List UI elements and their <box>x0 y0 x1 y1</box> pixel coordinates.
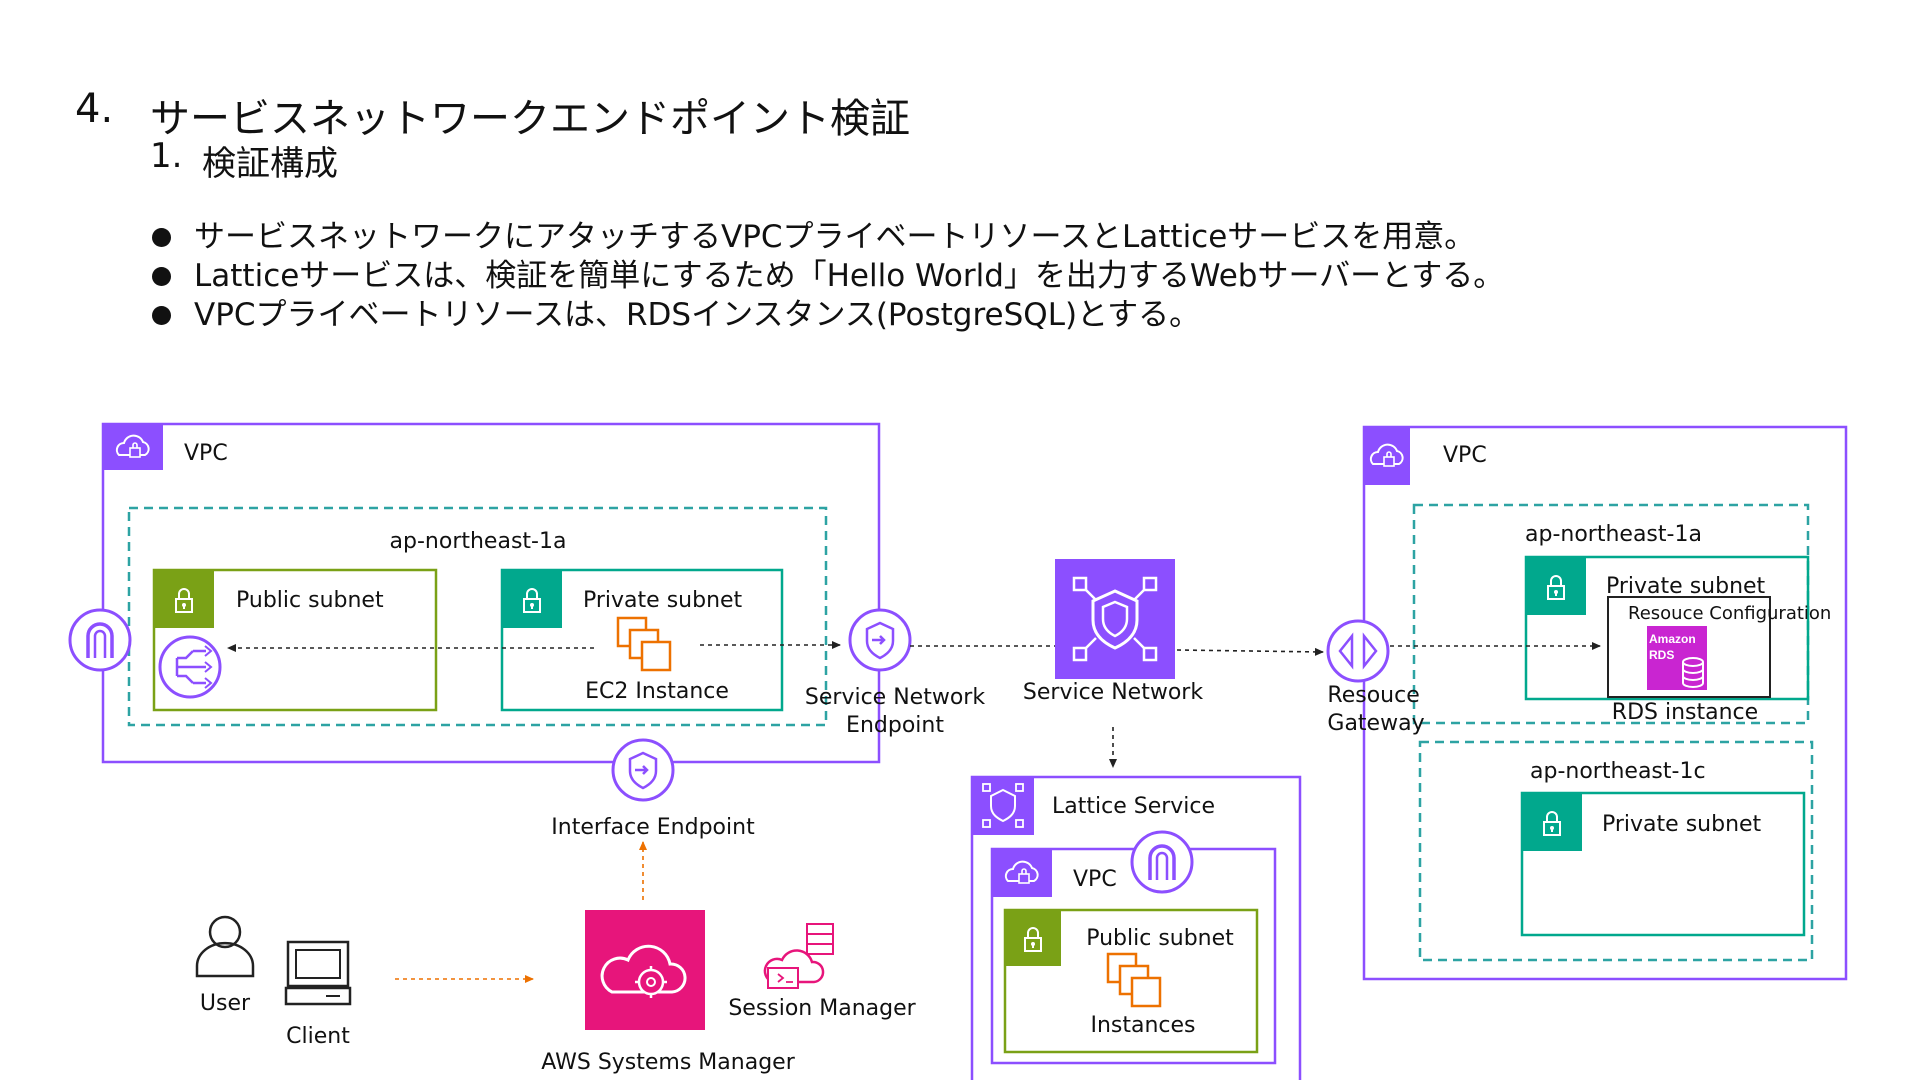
resource-gateway-icon <box>1326 619 1390 683</box>
section-number: 4. <box>75 86 114 132</box>
section-title: サービスネットワークエンドポイント検証 <box>150 96 910 142</box>
subsection-number: 1. <box>150 136 183 176</box>
vpc-cloud-icon <box>103 424 163 470</box>
vpc-cloud-icon <box>1364 427 1410 485</box>
resource-configuration-label: Resouce Configuration <box>1628 603 1832 624</box>
lock-icon <box>1526 557 1586 615</box>
right-private-subnet2-box <box>1520 791 1806 937</box>
rds-icon: Amazon RDS <box>1647 626 1707 690</box>
left-private-subnet-label: Private subnet <box>583 588 743 613</box>
lattice-public-subnet-label: Public subnet <box>1086 926 1234 951</box>
right-az1-label: ap-northeast-1a <box>1525 522 1702 547</box>
nat-gateway-icon <box>158 635 222 699</box>
lattice-service-label: Lattice Service <box>1052 794 1216 819</box>
rds-icon-text: Amazon <box>1649 632 1696 646</box>
bullet-item: サービスネットワークにアタッチするVPCプライベートリソースとLatticeサー… <box>150 218 1504 257</box>
lock-icon <box>154 570 214 628</box>
ec2-instance-label: EC2 Instance <box>585 679 729 704</box>
session-manager-icon <box>763 923 834 989</box>
rds-instance-label: RDS instance <box>1611 700 1759 725</box>
left-az-box <box>127 506 828 727</box>
session-manager-label: Session Manager <box>728 996 916 1021</box>
right-vpc-box <box>1362 425 1848 981</box>
ec2-instances-icon <box>1106 952 1162 1008</box>
lattice-vpc-label: VPC <box>1073 867 1117 892</box>
left-vpc-box <box>101 422 881 764</box>
bullet-text: サービスネットワークにアタッチするVPCプライベートリソースとLatticeサー… <box>194 219 1476 255</box>
user-icon <box>195 915 255 978</box>
ssm-label: AWS Systems Manager <box>541 1050 795 1075</box>
client-label: Client <box>286 1024 350 1049</box>
bullet-text: VPCプライベートリソースは、RDSインスタンス(PostgreSQL)とする。 <box>194 297 1201 333</box>
systems-manager-icon <box>585 910 705 1030</box>
bullet-text: Latticeサービスは、検証を簡単にするため「Hello World」を出力す… <box>194 258 1505 294</box>
instances-label: Instances <box>1090 1013 1196 1038</box>
service-network-icon <box>1055 559 1175 679</box>
right-private-subnet-label: Private subnet <box>1606 574 1766 599</box>
right-private-subnet2-label: Private subnet <box>1602 812 1762 837</box>
bullet-dot <box>152 267 171 286</box>
right-az2-box <box>1418 740 1814 962</box>
left-private-subnet-box <box>500 568 784 712</box>
service-network-endpoint-label: Service Network Endpoint <box>804 685 986 738</box>
right-vpc-label: VPC <box>1443 443 1487 468</box>
arrow-service-network-to-resource-gateway <box>1176 647 1324 656</box>
lattice-service-box <box>970 775 1302 1080</box>
ec2-instances-icon <box>616 616 672 672</box>
interface-endpoint-label: Interface Endpoint <box>551 815 755 840</box>
lattice-public-subnet-box <box>1003 908 1259 1054</box>
left-az-label: ap-northeast-1a <box>389 529 567 554</box>
right-az2-label: ap-northeast-1c <box>1530 759 1706 784</box>
resource-gateway-label: Resouce Gateway <box>1327 683 1425 736</box>
internet-gateway-icon <box>68 608 132 672</box>
bullet-dot <box>152 228 171 247</box>
left-public-subnet-box <box>152 568 438 712</box>
bullet-item: Latticeサービスは、検証を簡単にするため「Hello World」を出力す… <box>150 257 1504 296</box>
left-public-subnet-label: Public subnet <box>236 588 384 613</box>
lattice-service-icon <box>972 777 1034 835</box>
left-vpc-label: VPC <box>184 441 228 466</box>
client-icon <box>284 940 352 1006</box>
lock-icon <box>1005 910 1061 966</box>
bullet-dot <box>152 306 171 325</box>
lock-icon <box>1522 793 1582 851</box>
interface-endpoint-icon <box>611 738 675 802</box>
service-network-endpoint-icon <box>848 608 912 672</box>
service-network-label: Service Network <box>1022 680 1204 705</box>
vpc-cloud-icon <box>992 849 1052 897</box>
lock-icon <box>502 570 562 628</box>
bullet-list: サービスネットワークにアタッチするVPCプライベートリソースとLatticeサー… <box>150 218 1504 335</box>
bullet-item: VPCプライベートリソースは、RDSインスタンス(PostgreSQL)とする。 <box>150 296 1504 335</box>
internet-gateway-icon <box>1130 830 1194 894</box>
rds-icon-text: RDS <box>1649 648 1674 662</box>
subsection-title: 検証構成 <box>202 144 338 184</box>
user-label: User <box>199 991 251 1016</box>
right-private-subnet-box <box>1524 555 1810 701</box>
